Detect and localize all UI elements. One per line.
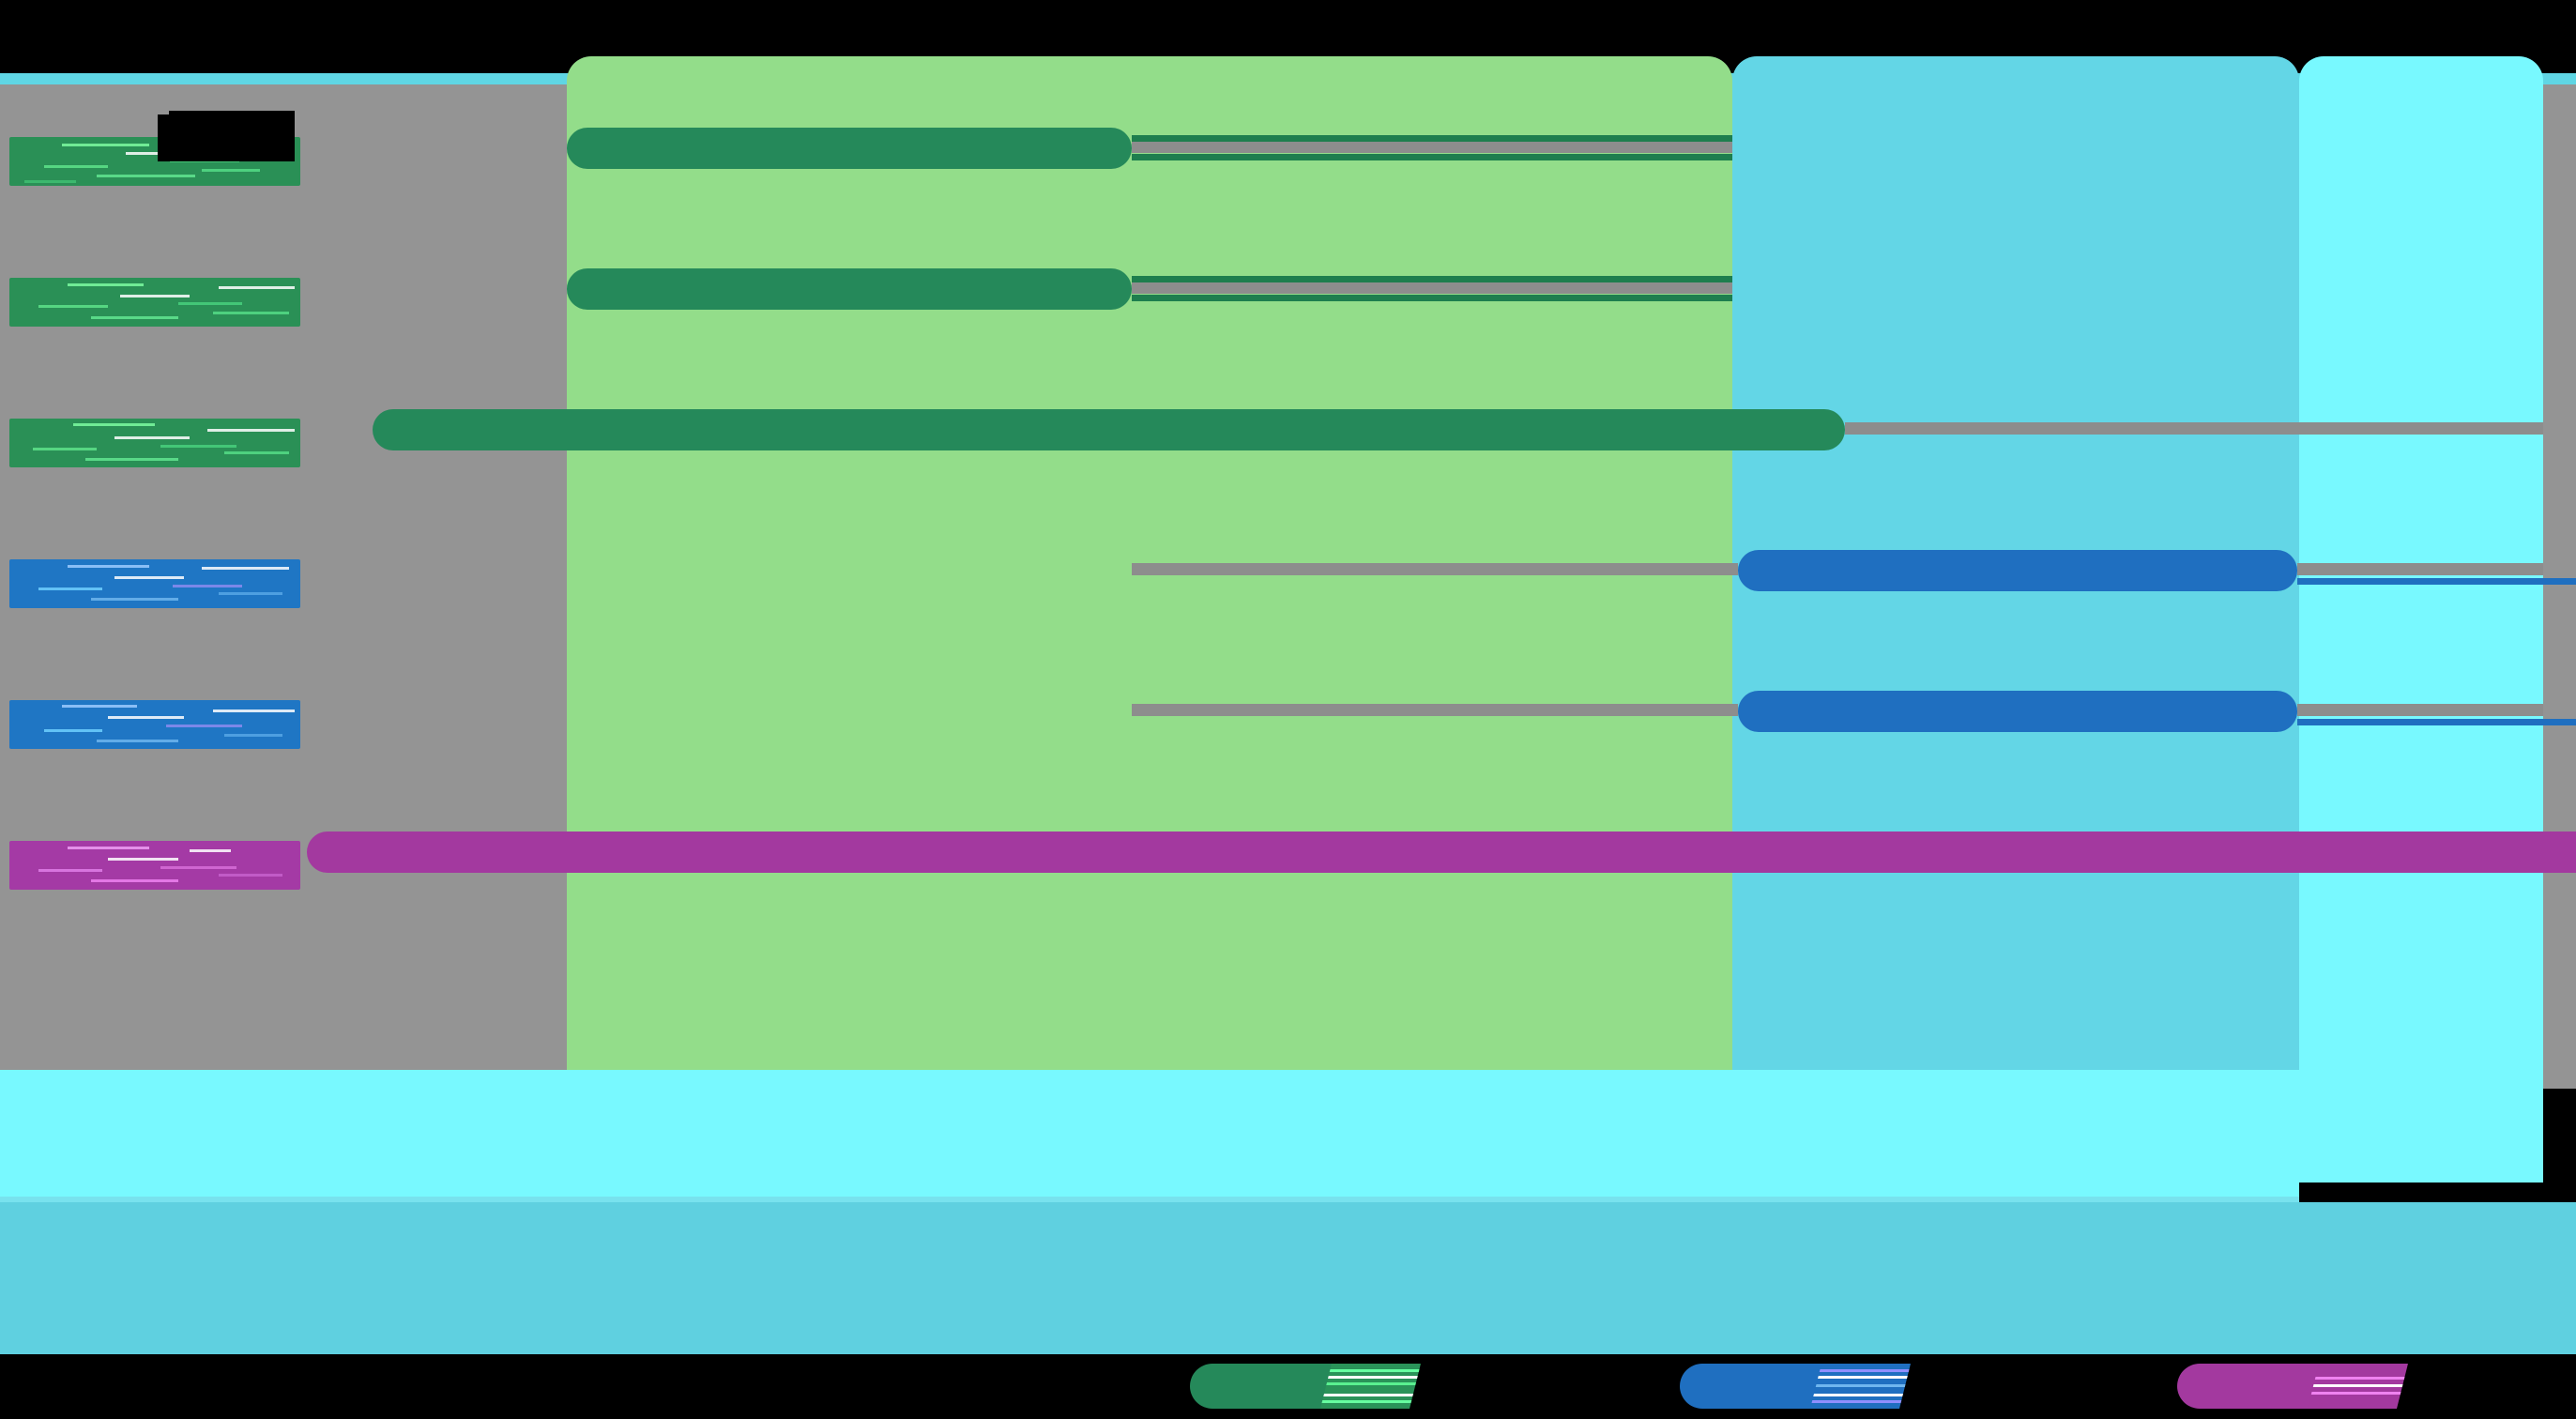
corruption-overlay-icon <box>9 841 300 890</box>
table-row[interactable] <box>0 366 2576 507</box>
activity-bar[interactable] <box>373 409 1845 450</box>
row-rule-right <box>2297 578 2576 585</box>
bottom-cyan-panel <box>0 1202 2576 1354</box>
chart-plot-area: Session 1 Session 2 <box>0 56 2576 1286</box>
row-rule-top <box>1132 276 1732 282</box>
row-baseline <box>1132 704 1738 716</box>
row-label-redacted-5 <box>9 700 300 749</box>
legend-label-redacted-green <box>1320 1364 1421 1409</box>
table-row[interactable] <box>0 84 2576 225</box>
legend-entry-green[interactable] <box>1190 1364 1471 1409</box>
label-gutter-inner <box>302 84 567 1070</box>
activity-bar[interactable] <box>307 832 2576 873</box>
row-baseline-right <box>2297 563 2543 575</box>
row-label-redacted-2 <box>9 278 300 327</box>
activity-bar[interactable] <box>1738 550 2297 591</box>
corruption-overlay-icon <box>9 278 300 327</box>
row-label-redacted-6 <box>9 841 300 890</box>
corruption-overlay-icon <box>9 559 300 608</box>
legend-entry-blue[interactable] <box>1680 1364 1961 1409</box>
activity-bar[interactable] <box>1738 691 2297 732</box>
row-label-redacted-4 <box>9 559 300 608</box>
row-baseline <box>1132 563 1738 575</box>
session-band-1 <box>567 56 1732 1182</box>
chart-title-redacted <box>158 114 295 161</box>
table-row[interactable] <box>0 788 2576 929</box>
legend-label-redacted-blue <box>1810 1364 1911 1409</box>
legend-entry-magenta[interactable] <box>2177 1364 2459 1409</box>
row-rule-right <box>2297 719 2576 725</box>
right-margin-panel <box>2543 84 2576 1089</box>
activity-bar[interactable] <box>567 268 1132 310</box>
row-baseline-right <box>2297 704 2543 716</box>
row-rule-bottom <box>1132 295 1732 301</box>
corruption-overlay-icon <box>9 419 300 467</box>
table-row[interactable] <box>0 225 2576 366</box>
chart-legend <box>0 1354 2576 1419</box>
table-row[interactable] <box>0 507 2576 648</box>
activity-bar[interactable] <box>567 128 1132 169</box>
row-baseline <box>1132 282 1732 294</box>
session-band-3 <box>2299 56 2543 1182</box>
legend-label-redacted-magenta <box>2308 1364 2408 1409</box>
row-rule-bottom <box>1132 154 1732 160</box>
row-rule-top <box>1132 135 1732 142</box>
row-baseline <box>1845 422 2543 435</box>
row-baseline <box>1132 141 1732 153</box>
session-band-2 <box>1732 56 2299 1182</box>
bottom-cyan-highlight <box>0 1197 2299 1206</box>
table-row[interactable] <box>0 648 2576 788</box>
corruption-overlay-icon <box>9 700 300 749</box>
row-label-redacted-3 <box>9 419 300 467</box>
